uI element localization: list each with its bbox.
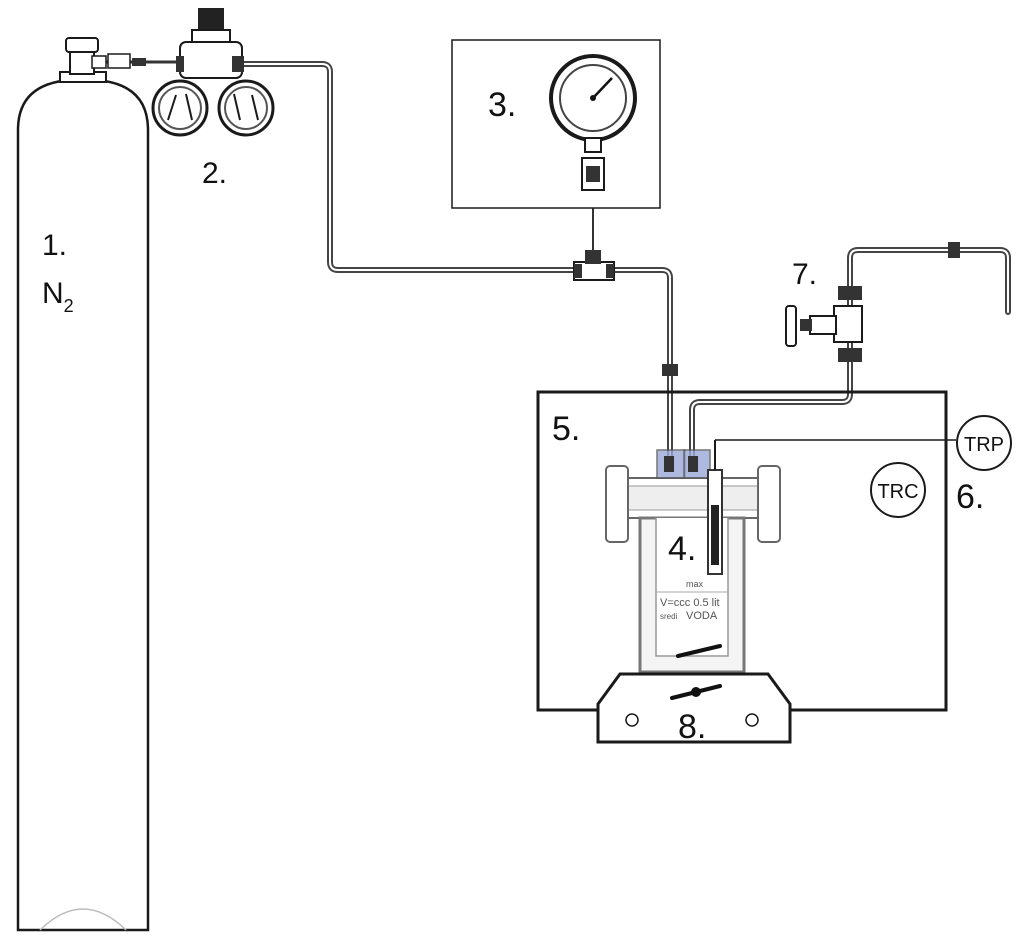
reactor-number-label: 4.: [668, 530, 696, 568]
reactor-vessel: max V=ccc 0.5 lit sredi VODA 4.: [605, 439, 956, 674]
vessel-volume-text: V=ccc 0.5 lit: [660, 597, 720, 609]
valve-handle: [785, 305, 797, 347]
gauge-number-label: 3.: [488, 86, 516, 124]
valve-body: [833, 305, 863, 343]
cylinder-body: [16, 78, 150, 932]
vessel-medium-prefix: sredi: [660, 612, 678, 621]
pressure-gauge-assembly: 3.: [451, 39, 661, 209]
magnetic-stirrer: 8.: [596, 672, 792, 746]
svg-text:TRC: TRC: [877, 481, 918, 503]
gauge-needle: [592, 77, 613, 99]
temperature-instruments: TRP TRC 6.: [870, 415, 1012, 518]
stirrer-number-label: 8.: [678, 708, 706, 746]
valve-number-label: 7.: [792, 258, 817, 291]
stirrer-foot-right: [745, 713, 759, 727]
bath-number-label: 5.: [552, 410, 580, 448]
pressure-regulator: 2.: [151, 8, 275, 190]
regulator-number-label: 2.: [202, 157, 227, 190]
cylinder-handwheel: [65, 37, 99, 53]
line-fitting: [948, 242, 960, 258]
cylinder-foot: [39, 908, 127, 931]
cylinder-valve: [69, 51, 95, 75]
needle-valve: 7.: [785, 258, 863, 362]
stir-bar: [676, 644, 722, 658]
line-fitting: [662, 364, 678, 376]
trc-instrument: TRC: [870, 462, 926, 518]
gauge-frame: [451, 39, 661, 209]
stirrer-foot-left: [625, 713, 639, 727]
regulator-outlet-gauge: [217, 79, 275, 137]
cylinder-number-label: 1.: [42, 229, 67, 262]
cylinder-formula-label: N2: [42, 277, 74, 316]
regulator-inlet-gauge: [151, 79, 209, 137]
controller-number-label: 6.: [956, 478, 984, 516]
vessel-medium-text: VODA: [686, 610, 718, 622]
svg-text:TRP: TRP: [964, 434, 1004, 456]
trp-instrument: TRP: [956, 415, 1012, 471]
nitrogen-cylinder: 1. N2: [16, 37, 150, 932]
stirrer-body: [596, 672, 792, 744]
regulator-knob: [198, 8, 224, 30]
vessel-mark-text: max: [686, 579, 704, 589]
tee-fitting: [573, 250, 615, 281]
